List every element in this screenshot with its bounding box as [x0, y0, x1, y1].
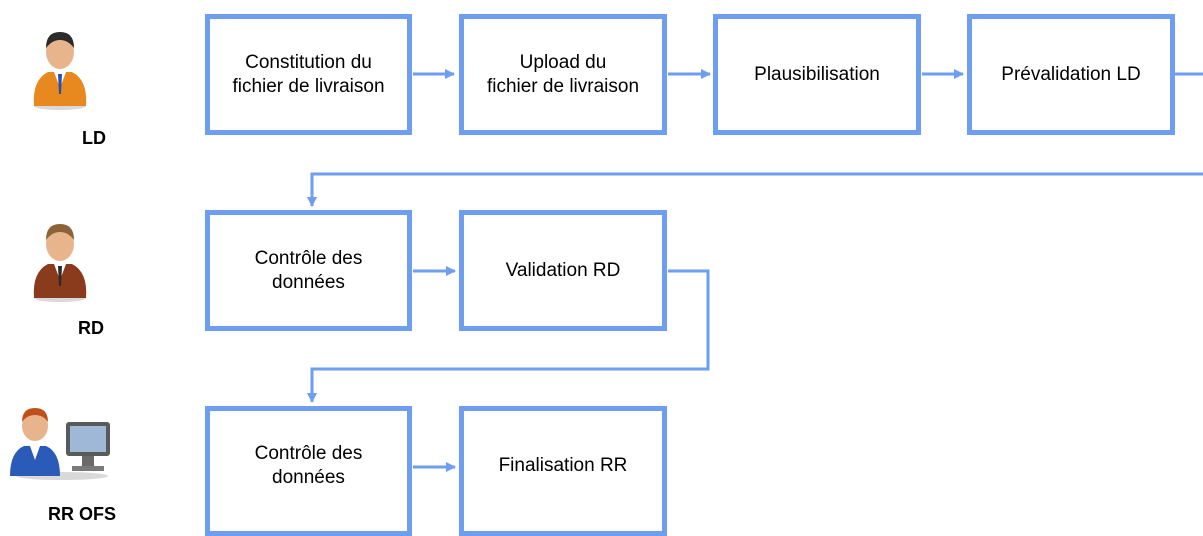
user-at-computer-icon — [10, 408, 110, 480]
actor-label: RD — [78, 318, 104, 338]
step-label: Finalisation RR — [498, 454, 628, 476]
step-label: Contrôle des données — [254, 247, 363, 293]
step-label: Validation RD — [505, 259, 621, 281]
arrow-ld-to-rd — [307, 172, 1203, 207]
brown-suit-user-icon — [33, 224, 87, 302]
step-label: Prévalidation LD — [1001, 63, 1141, 85]
flow-connectors — [307, 69, 1203, 472]
step-label: Contrôle des données — [254, 442, 363, 488]
step-controle-donnees-rr: Contrôle des données — [205, 406, 412, 536]
step-controle-donnees-rd: Contrôle des données — [205, 210, 412, 331]
actor-label: RR OFS — [48, 504, 117, 524]
actor-rr: RR OFS — [8, 400, 128, 524]
actor-rd: RD — [20, 212, 104, 342]
orange-suit-user-icon — [33, 32, 87, 110]
arrow-rd-to-rr — [307, 269, 710, 403]
step-constitution-fichier: Constitution du fichier de livraison — [205, 14, 412, 135]
step-label: Upload du fichier de livraison — [486, 51, 640, 97]
actor-label: LD — [82, 128, 106, 148]
actor-ld: LD — [20, 22, 106, 152]
step-upload-fichier: Upload du fichier de livraison — [459, 14, 667, 135]
step-validation-rd: Validation RD — [459, 210, 667, 331]
step-finalisation-rr: Finalisation RR — [459, 406, 667, 536]
step-plausibilisation: Plausibilisation — [713, 14, 921, 135]
step-label: Constitution du fichier de livraison — [232, 51, 385, 97]
step-prevalidation-ld: Prévalidation LD — [967, 14, 1175, 135]
step-label: Plausibilisation — [754, 63, 880, 85]
